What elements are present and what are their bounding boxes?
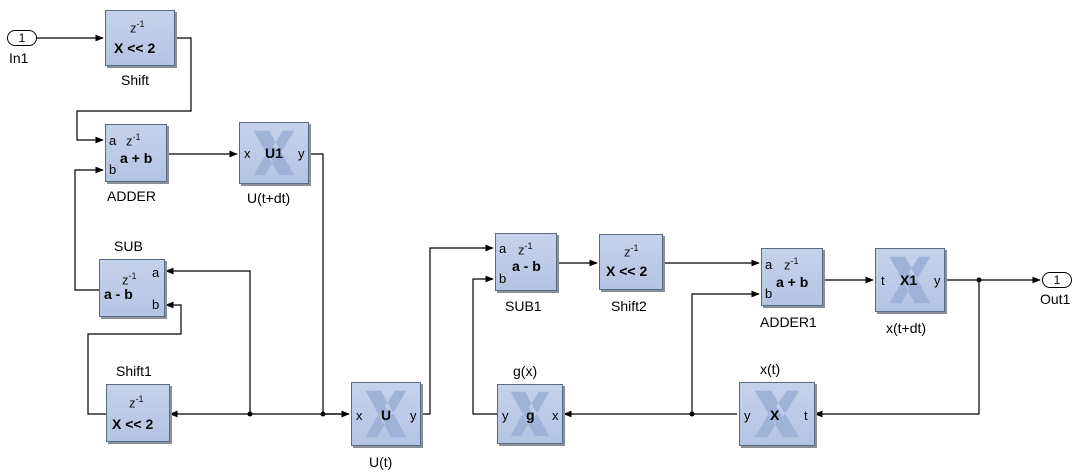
block-caption: U(t+dt) <box>247 190 291 206</box>
wire-u-sub1 <box>421 244 494 415</box>
wire-out-feedback <box>814 280 980 418</box>
block-caption: U(t) <box>369 454 393 470</box>
port-in: t <box>881 273 885 288</box>
xilinx-logo-icon <box>754 390 800 438</box>
wire-shift1-sub <box>87 301 182 415</box>
block-caption: Shift <box>121 72 150 88</box>
wire-g-sub1 <box>472 275 497 415</box>
shift2-block[interactable]: z-1 X << 2 <box>599 234 663 290</box>
xilinx-logo-icon <box>253 130 295 176</box>
block-expression: a - b <box>104 286 133 302</box>
block-expression: a + b <box>776 274 809 290</box>
wire-x-adder1 <box>691 290 760 414</box>
port-out: y <box>934 273 941 288</box>
port-a: a <box>499 241 507 256</box>
block-expression: a + b <box>120 150 153 166</box>
port-out: y <box>744 408 751 423</box>
adder-block[interactable]: a b z-1 a + b <box>105 124 167 182</box>
port-in: x <box>244 146 251 161</box>
block-expression: X <box>770 407 780 423</box>
wire-ut-sub <box>165 267 251 414</box>
sub1-block[interactable]: a b z-1 a - b <box>495 233 557 291</box>
block-caption: x(t+dt) <box>886 320 927 336</box>
block-expression: U1 <box>265 145 283 161</box>
adder1-block[interactable]: a b z-1 a + b <box>761 248 823 306</box>
delay-symbol: z-1 <box>122 271 137 288</box>
port-a: a <box>765 257 773 272</box>
junction-dot <box>320 411 326 417</box>
xilinx-logo-icon <box>889 256 931 304</box>
port-in: x <box>356 408 363 423</box>
junction-dot <box>247 411 253 417</box>
block-caption: x(t) <box>760 361 781 377</box>
block-caption: SUB <box>114 238 143 254</box>
port-out: y <box>502 408 509 423</box>
delay-symbol: z-1 <box>129 394 144 411</box>
inport-in1[interactable]: 1 <box>7 30 37 46</box>
junction-dot <box>689 411 695 417</box>
g-block[interactable]: y g x <box>497 384 563 444</box>
wire-sub-adder <box>74 166 104 291</box>
shift-block[interactable]: z-1 X << 2 <box>105 10 175 66</box>
junction-dot <box>976 277 982 283</box>
port-b: b <box>152 297 160 312</box>
port-out: y <box>298 146 305 161</box>
port-a: a <box>109 133 117 148</box>
block-caption: Shift2 <box>611 298 647 314</box>
outport-label: Out1 <box>1040 291 1071 307</box>
delay-symbol: z-1 <box>130 19 145 36</box>
block-caption: Shift1 <box>116 363 152 379</box>
port-b: b <box>499 271 507 286</box>
xilinx-logo-icon <box>510 391 550 437</box>
wire-shift-adder <box>76 37 192 144</box>
block-caption: g(x) <box>513 363 538 379</box>
block-caption: SUB1 <box>505 298 542 314</box>
inport-label: In1 <box>9 50 29 66</box>
delay-symbol: z-1 <box>518 241 533 258</box>
shift1-block[interactable]: z-1 X << 2 <box>106 384 170 442</box>
block-expression: g <box>526 407 535 423</box>
outport-out1[interactable]: 1 <box>1042 272 1072 288</box>
block-expression: X << 2 <box>606 263 648 279</box>
port-in: x <box>552 408 559 423</box>
delay-symbol: z-1 <box>784 256 799 273</box>
port-a: a <box>152 265 160 280</box>
port-b: b <box>765 286 773 301</box>
wire-u1-u <box>309 153 350 418</box>
block-caption: ADDER <box>107 188 157 204</box>
port-b: b <box>109 162 117 177</box>
block-expression: X1 <box>900 272 918 288</box>
block-expression: U <box>381 407 392 423</box>
block-expression: X << 2 <box>112 416 154 432</box>
xilinx-logo-icon <box>365 390 407 438</box>
block-expression: X << 2 <box>114 40 156 56</box>
block-caption: ADDER1 <box>760 314 817 330</box>
u1-block[interactable]: x U1 y <box>239 122 309 184</box>
x1-block[interactable]: t X1 y <box>875 248 945 312</box>
port-out: y <box>410 408 417 423</box>
block-expression: a - b <box>512 258 541 274</box>
sub-block[interactable]: z-1 a - b a b <box>99 259 165 317</box>
u-block[interactable]: x U y <box>351 382 421 446</box>
delay-symbol: z-1 <box>126 132 141 149</box>
delay-symbol: z-1 <box>624 243 639 260</box>
port-in: t <box>804 408 808 423</box>
x-block[interactable]: y X t <box>739 382 815 446</box>
